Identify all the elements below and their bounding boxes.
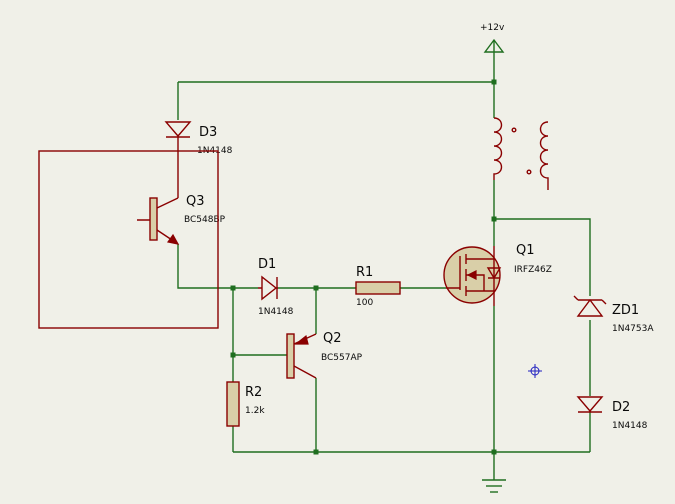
q1-value: IRFZ46Z [514, 265, 552, 275]
resistor-r2[interactable]: R2 1.2k [226, 381, 265, 427]
junctions [230, 79, 497, 455]
junction-drain [491, 216, 497, 222]
q2-value: BC557AP [321, 353, 363, 363]
r1-body [355, 281, 401, 295]
d2-ref: D2 [612, 400, 630, 415]
q3-base-bar [149, 197, 158, 241]
junction-source-ground [491, 449, 497, 455]
coil-secondary-icon [539, 121, 549, 190]
d3-ref: D3 [199, 125, 217, 140]
q3-value: BC548BP [184, 215, 226, 225]
supply-terminal[interactable]: +12v [480, 23, 505, 53]
q1-gate [446, 256, 461, 290]
d1-ref: D1 [258, 257, 276, 272]
d1-value: 1N4148 [258, 307, 294, 317]
wire-drain-to-zener [494, 218, 591, 296]
q2-emitter-arrow-icon [294, 334, 309, 345]
ground-symbol[interactable] [482, 479, 506, 493]
mosfet-q1[interactable]: Q1 IRFZ46Z [443, 243, 552, 306]
q1-arrow-icon [466, 270, 477, 280]
q3-emitter-arrow-icon [166, 233, 180, 245]
zener-zd1[interactable]: ZD1 1N4753A [573, 295, 654, 334]
diode-d3[interactable]: D3 1N4148 [164, 121, 233, 198]
r1-ref: R1 [356, 265, 373, 280]
junction-q2-ground [313, 449, 319, 455]
r2-value: 1.2k [245, 406, 265, 416]
supply-label: +12v [480, 23, 505, 33]
origin-crosshair-icon [528, 364, 542, 378]
diode-d1-icon [258, 275, 278, 301]
resistor-r1[interactable]: R1 100 [355, 265, 401, 308]
diode-d2-icon [576, 396, 604, 413]
q1-ref: Q1 [516, 243, 535, 258]
coil-primary-icon [493, 117, 503, 180]
zener-zd1-icon [573, 295, 607, 317]
d2-value: 1N4148 [612, 421, 648, 431]
q1-body-diode-icon [486, 267, 502, 280]
junction-q3-emitter [230, 285, 236, 291]
r2-body [226, 381, 240, 427]
r1-value: 100 [356, 298, 373, 308]
r2-ref: R2 [245, 385, 262, 400]
q3-selection-frame [38, 150, 219, 329]
wires [177, 52, 591, 480]
junction-d1-cathode [313, 285, 319, 291]
zd1-value: 1N4753A [612, 324, 654, 334]
zd1-ref: ZD1 [612, 303, 639, 318]
diode-d3-icon [164, 121, 192, 198]
transistor-q3[interactable]: Q3 BC548BP [137, 194, 226, 245]
q1-drain-source [466, 246, 495, 306]
junction-q2-base [230, 352, 236, 358]
diode-d2[interactable]: D2 1N4148 [576, 396, 648, 431]
coil-dot-secondary-icon [526, 169, 532, 175]
q2-base-bar [286, 333, 295, 379]
q2-ref: Q2 [323, 331, 342, 346]
q3-ref: Q3 [186, 194, 205, 209]
junction-rail [491, 79, 497, 85]
diode-d1[interactable]: D1 1N4148 [258, 257, 294, 317]
relay-coil[interactable] [493, 117, 549, 190]
coil-dot-primary-icon [511, 127, 517, 133]
transistor-q2[interactable]: Q2 BC557AP [286, 331, 363, 379]
